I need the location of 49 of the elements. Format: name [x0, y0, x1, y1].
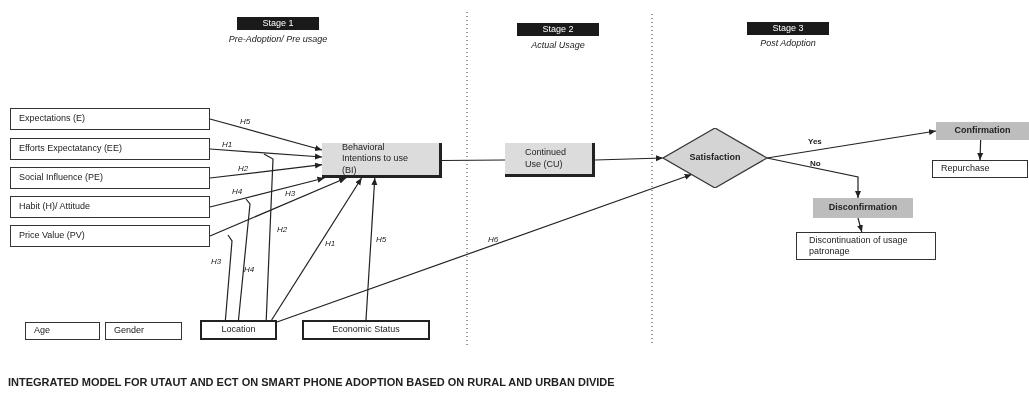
edge-label: Yes [808, 138, 822, 146]
stage-badge: Stage 1 [237, 17, 319, 30]
edge-label: H2 [238, 165, 249, 173]
process-box: Continued Use (CU) [505, 143, 595, 177]
factor-box: Habit (H)/ Attitude [10, 196, 210, 218]
edge-label: H4 [244, 266, 255, 274]
edge-label: H6 [488, 236, 499, 244]
arrow [276, 173, 693, 323]
stage-subtitle: Post Adoption [760, 37, 816, 50]
arrow [766, 129, 937, 159]
arrow [209, 148, 323, 160]
arrow [594, 155, 664, 162]
edge-label: H4 [232, 188, 243, 196]
result-box: Confirmation [936, 122, 1029, 140]
edge-label: H1 [325, 240, 336, 248]
edge-label: H3 [285, 190, 296, 198]
stage-badge: Stage 3 [747, 22, 829, 35]
arrow [209, 176, 325, 208]
stage-badge: Stage 2 [517, 23, 599, 36]
edge-label: No [810, 160, 821, 168]
edge-label: H5 [376, 236, 387, 244]
edge-label: H1 [222, 141, 233, 149]
factor-box: Expectations (E) [10, 108, 210, 130]
outcome-box: Discontinuation of usage patronage [796, 232, 936, 260]
stage-subtitle: Pre-Adoption/ Pre usage [228, 33, 328, 46]
factor-box: Gender [105, 322, 182, 340]
arrow [271, 177, 363, 321]
stage-subtitle: Actual Usage [531, 39, 585, 52]
process-box: Behavioral Intentions to use (BI) [322, 143, 442, 178]
arrow [766, 157, 861, 199]
arrow [365, 177, 378, 321]
edge-label: H2 [277, 226, 288, 234]
factor-box: Efforts Expectatancy (EE) [10, 138, 210, 160]
diagram-title: INTEGRATED MODEL FOR UTAUT AND ECT ON SMART PHONE ADOPTION BASED ON RURAL AND URBAN DIVIDE [8, 375, 615, 390]
result-box: Disconfirmation [813, 198, 913, 218]
decision-diamond: Satisfaction [663, 128, 767, 188]
arrow [209, 118, 323, 151]
moderator-box: Economic Status [302, 320, 430, 340]
moderator-box: Location [200, 320, 277, 340]
edge-label: H3 [211, 258, 222, 266]
arrow [857, 217, 863, 233]
arrow [977, 139, 984, 161]
arrow [209, 162, 323, 179]
factor-box: Social Influence (PE) [10, 167, 210, 189]
edge-label: H5 [240, 118, 251, 126]
arrow [209, 177, 347, 237]
factor-box: Age [25, 322, 100, 340]
factor-box: Price Value (PV) [10, 225, 210, 247]
factor-box: Repurchase [932, 160, 1028, 178]
